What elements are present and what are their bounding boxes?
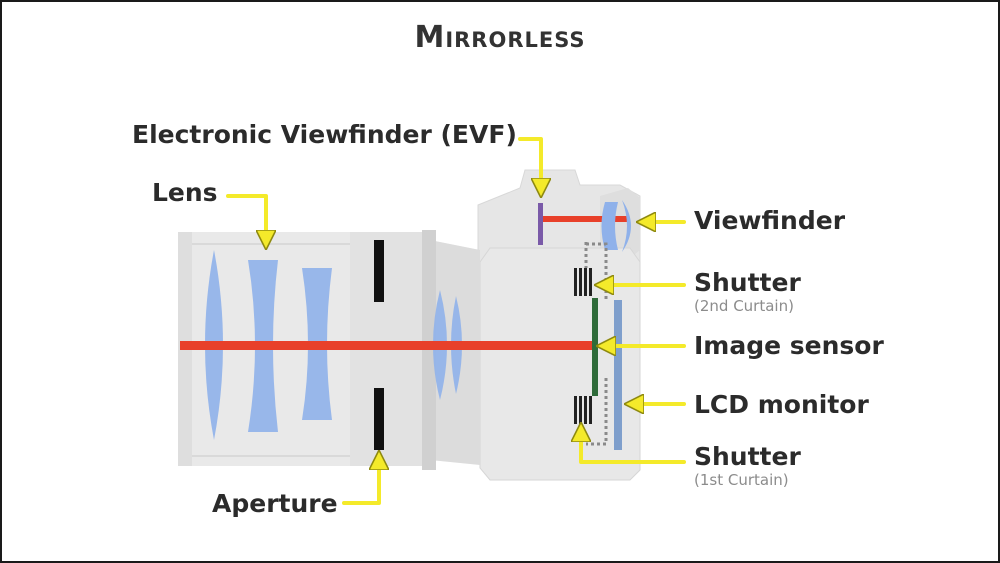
shutter-1st-curtain bbox=[574, 396, 592, 424]
shutter-1st-label: Shutter bbox=[694, 442, 801, 471]
image-sensor bbox=[592, 298, 598, 396]
lens-label: Lens bbox=[152, 178, 218, 207]
evf-label: Electronic Viewfinder (EVF) bbox=[132, 120, 517, 149]
evf-arrow-icon bbox=[518, 137, 541, 188]
sensor-assembly bbox=[574, 242, 622, 450]
shutter-2nd-sublabel: (2nd Curtain) bbox=[694, 297, 794, 315]
image-sensor-label: Image sensor bbox=[694, 331, 884, 360]
viewfinder-label: Viewfinder bbox=[694, 206, 846, 235]
aperture-label: Aperture bbox=[212, 489, 338, 518]
light-path bbox=[180, 341, 592, 350]
shutter-2nd-label: Shutter bbox=[694, 268, 801, 297]
evf-display bbox=[538, 203, 543, 245]
lcd-monitor-label: LCD monitor bbox=[694, 390, 869, 419]
shutter-2nd-curtain bbox=[574, 268, 592, 296]
viewfinder-optics bbox=[538, 200, 631, 252]
shutter-1st-arrow-icon bbox=[581, 432, 686, 464]
aperture-arrow-icon bbox=[342, 460, 379, 505]
aperture-blades bbox=[374, 240, 384, 450]
page-title: Mirrorless bbox=[414, 20, 586, 55]
lens-arrow-icon bbox=[226, 194, 266, 240]
callout-arrows bbox=[226, 137, 686, 505]
lcd-monitor bbox=[614, 300, 622, 450]
viewfinder-light-path bbox=[542, 216, 628, 222]
shutter-1st-sublabel: (1st Curtain) bbox=[694, 471, 789, 489]
